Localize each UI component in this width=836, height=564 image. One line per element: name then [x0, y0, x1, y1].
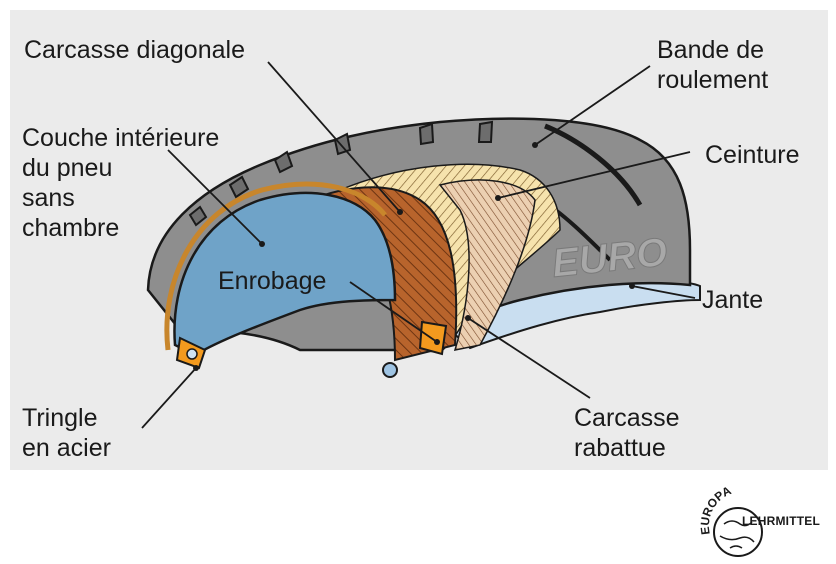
tread-grooves — [188, 120, 643, 262]
right-bead-wire — [382, 362, 398, 378]
globe-icon — [713, 507, 763, 557]
label-jante: Jante — [702, 286, 764, 314]
leader-dots — [193, 142, 635, 371]
label-couche-interieure: Couche intérieure du pneu sans chambre — [22, 124, 220, 242]
inner-liner — [173, 191, 397, 357]
label-bande-de-roulement: Bande de roulement — [657, 36, 769, 94]
label-tringle: Tringle en acier — [22, 404, 111, 462]
right-bead-coating — [418, 320, 448, 356]
label-carcasse-diagonale: Carcasse diagonale — [24, 36, 245, 64]
left-bead-wire — [186, 348, 198, 360]
logo-name: LEHRMITTEL — [742, 514, 820, 528]
folded-carcass-layer — [438, 179, 536, 351]
label-enrobage: Enrobage — [218, 267, 327, 295]
leader-lines — [141, 61, 696, 429]
label-carcasse-rabattue: Carcasse rabattue — [574, 404, 680, 462]
inner-liner-edge — [164, 181, 387, 351]
europa-lehrmittel-logo: EUROPA — [700, 484, 763, 557]
label-ceinture: Ceinture — [705, 141, 800, 169]
